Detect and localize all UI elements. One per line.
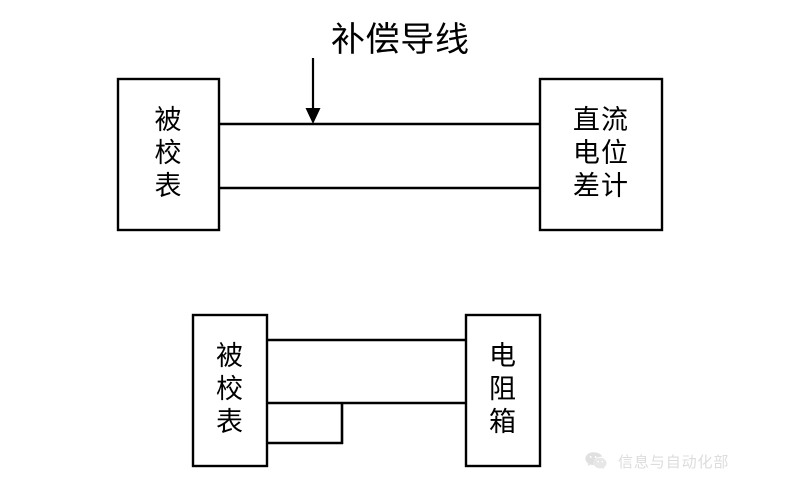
compensating-wire-arrow <box>305 58 321 124</box>
upper-right-box <box>538 77 664 232</box>
lower-right-box <box>464 313 542 468</box>
compensating-wire-label: 补偿导线 <box>331 20 470 60</box>
lower-left-box <box>191 313 269 468</box>
lower-diagram <box>191 313 542 468</box>
upper-diagram <box>116 58 664 232</box>
down-arrow-icon <box>305 108 321 124</box>
upper-left-box <box>116 77 221 232</box>
